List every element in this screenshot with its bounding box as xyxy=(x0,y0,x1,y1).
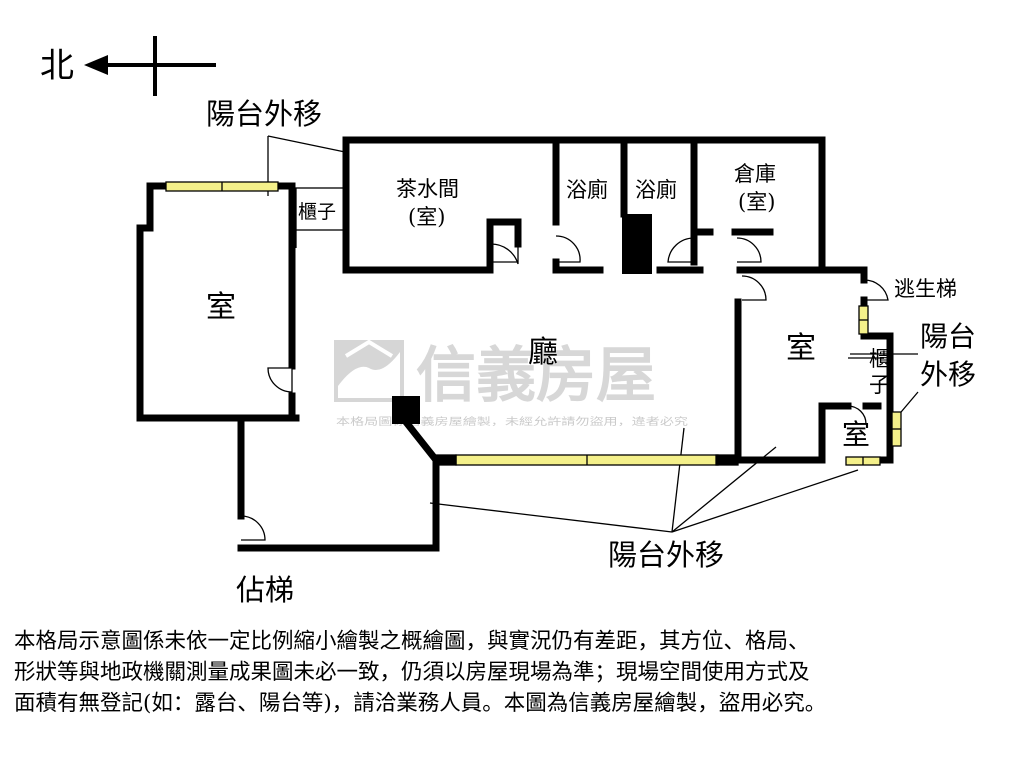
label-occupied-stairs: 佔梯 xyxy=(236,573,294,607)
room-labels: 陽台外移 茶水間 (室) 浴廁 浴廁 倉庫 (室) 櫃子 室 廳 室 櫃 子 室… xyxy=(206,97,976,607)
door-left-room-icon xyxy=(267,367,293,393)
label-bath-1: 浴廁 xyxy=(566,178,608,202)
label-cabinet-right-2: 子 xyxy=(869,373,890,397)
label-cabinet-left: 櫃子 xyxy=(298,201,336,223)
label-storage-sub: (室) xyxy=(738,190,775,214)
arrow-head-icon xyxy=(84,55,108,75)
north-arrow: 北 xyxy=(40,36,216,96)
label-tea-room-sub: (室) xyxy=(408,205,445,229)
watermark: 信義房屋 本格局圖係信義房屋繪製，未經允許請勿盜用，違者必究 xyxy=(334,339,688,428)
disclaimer-text: 本格局示意圖係未依一定比例縮小繪製之概繪圖，與實況仍有差距，其方位、格局、 形狀… xyxy=(14,626,1014,719)
disclaimer-line-1: 本格局示意圖係未依一定比例縮小繪製之概繪圖，與實況仍有差距，其方位、格局、 xyxy=(14,629,810,654)
label-cabinet-right-1: 櫃 xyxy=(869,347,890,371)
north-label: 北 xyxy=(40,46,74,86)
doors xyxy=(240,235,889,541)
label-balcony-moved-right-1: 陽台 xyxy=(920,320,976,353)
floor-plan: 信義房屋 本格局圖係信義房屋繪製，未經允許請勿盜用，違者必究 北 xyxy=(40,36,976,607)
label-tea-room: 茶水間 xyxy=(396,177,459,201)
watermark-notice: 本格局圖係信義房屋繪製，未經允許請勿盜用，違者必究 xyxy=(336,415,688,428)
disclaimer-line-3: 面積有無登記(如：露台、陽台等)，請洽業務人員。本圖為信義房屋繪製，盜用必究。 xyxy=(14,691,827,716)
label-balcony-moved-top: 陽台外移 xyxy=(206,97,322,131)
pipe-shaft xyxy=(622,214,652,274)
label-room-right: 室 xyxy=(786,331,816,366)
label-balcony-moved-bottom: 陽台外移 xyxy=(608,538,724,572)
label-balcony-moved-right-2: 外移 xyxy=(920,358,976,391)
watermark-logo-icon xyxy=(334,339,404,402)
watermark-brand: 信義房屋 xyxy=(416,341,656,411)
label-room-left: 室 xyxy=(206,290,236,325)
label-living: 廳 xyxy=(528,335,558,370)
walls xyxy=(136,136,894,552)
label-storage: 倉庫 xyxy=(734,162,776,186)
label-bath-2: 浴廁 xyxy=(635,178,677,202)
column-block xyxy=(392,396,420,424)
label-room-small: 室 xyxy=(842,418,870,451)
label-escape-stairs: 逃生梯 xyxy=(894,277,957,301)
disclaimer-line-2: 形狀等與地政機關測量成果圖未必一致，仍須以房屋現場為準；現場空間使用方式及 xyxy=(14,660,810,685)
windows xyxy=(165,181,902,466)
